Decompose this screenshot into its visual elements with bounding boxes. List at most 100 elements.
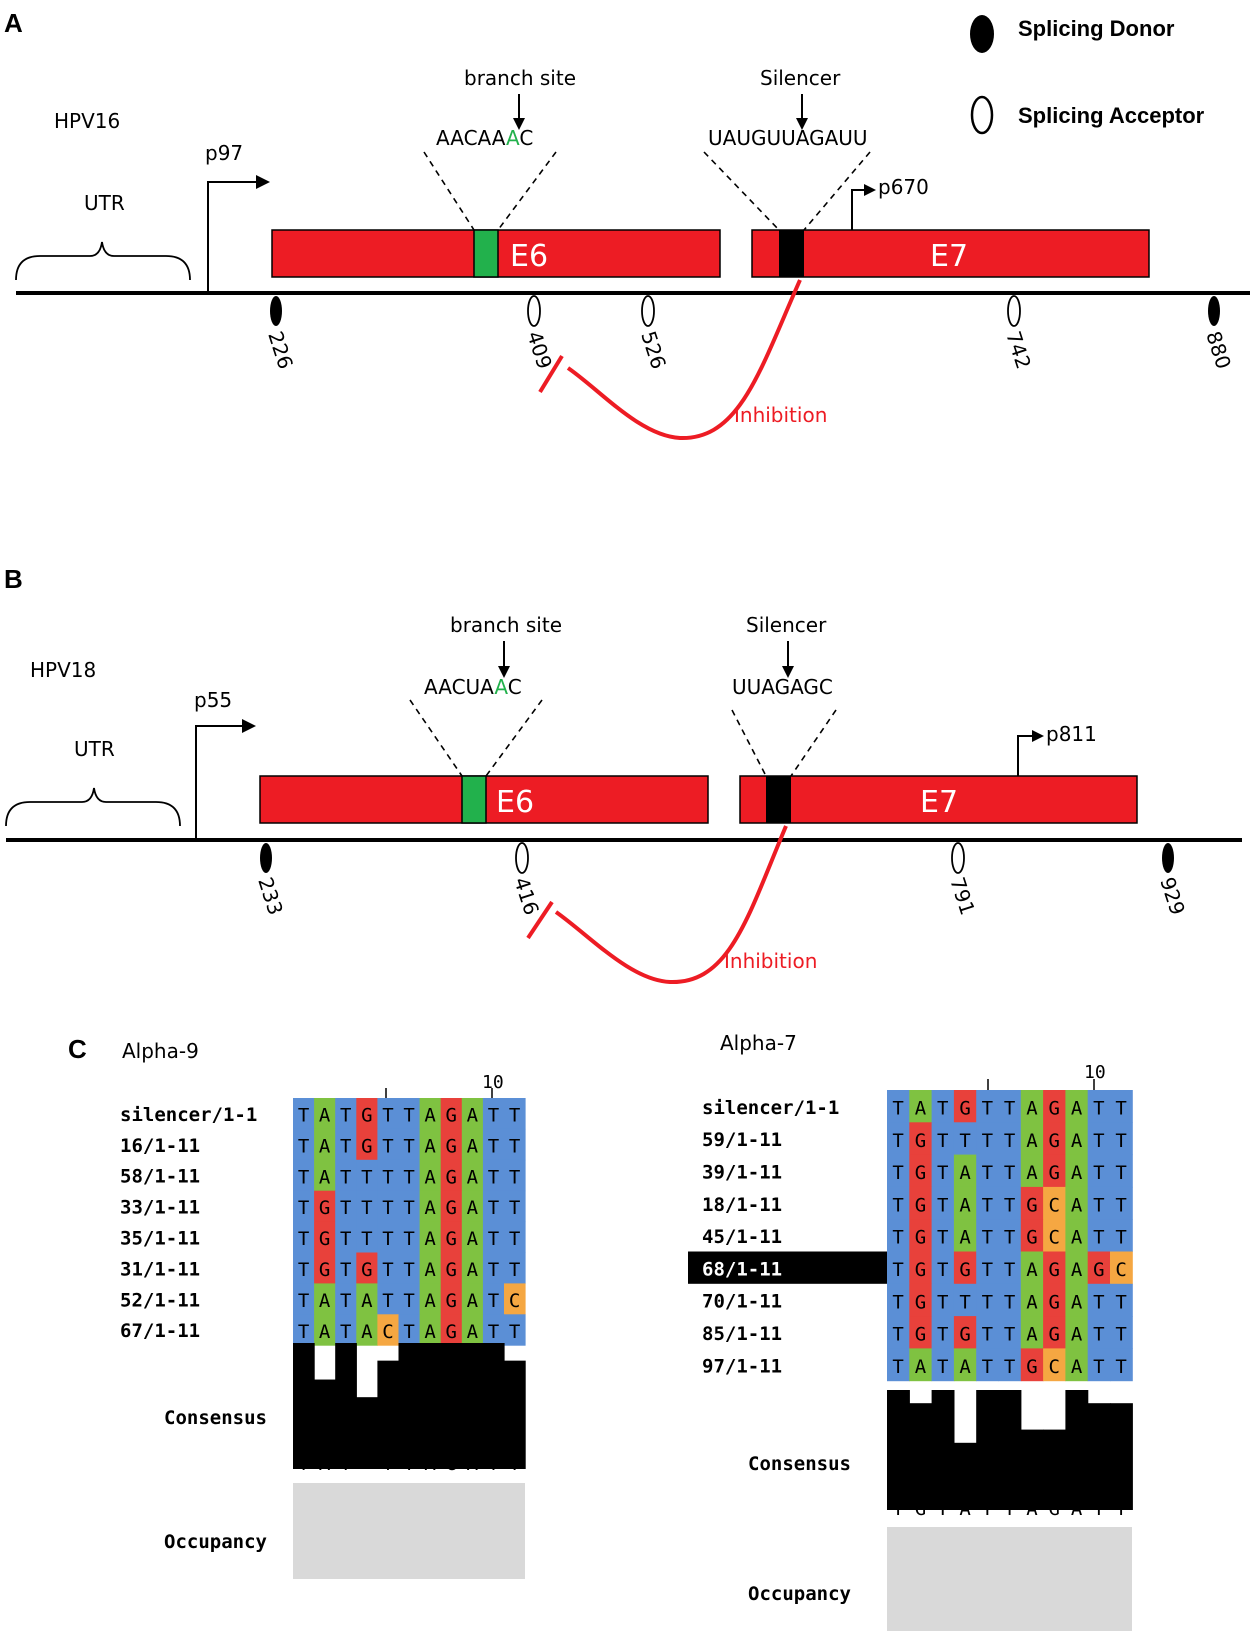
alpha-7-base: T [937,1194,948,1216]
alpha-9-cell [440,1159,463,1192]
alpha-7-base: T [982,1324,993,1346]
panel-b-utr-brace [5,787,181,827]
alpha-9-cell [356,1221,378,1253]
alpha-7-base: A [1071,1259,1083,1281]
panel-a-branch-dash-left [423,151,475,231]
alpha-9-base: A [424,1290,436,1312]
alpha-7-cell [1043,1283,1066,1317]
alpha-7-cell [998,1251,1022,1285]
alpha-7-cell [887,1154,910,1188]
alpha-9-base: T [298,1135,309,1157]
panel-b-acceptor-416-icon [515,842,529,874]
alpha-7-base: T [1093,1130,1104,1152]
alpha-7-cell [1087,1186,1111,1220]
alpha-9-cell [335,1159,357,1192]
alpha-9-consensus-bar [335,1343,357,1469]
splicing-donor-legend-icon [970,15,994,53]
alpha-9-base: A [424,1228,436,1250]
alpha-9-base: A [467,1104,479,1126]
alpha-9-base: T [382,1197,393,1219]
alpha-9-consensus-letter: A [424,1453,436,1475]
alpha-7-consensus-bar [998,1390,1022,1510]
alpha-7-base: C [1049,1356,1060,1378]
alpha-9-base: T [298,1321,309,1343]
alpha-7-cell [1087,1122,1111,1156]
alpha-7-base: T [937,1162,948,1184]
alpha-7-cell [998,1090,1022,1123]
alpha-9-cell [377,1314,399,1346]
alpha-7-cell [998,1186,1022,1220]
alpha-7-base: T [1093,1356,1104,1378]
alpha-9-base: T [509,1197,520,1219]
alpha-9-cell [482,1128,505,1161]
alpha-9-cell [504,1159,526,1192]
alpha-9-base: T [509,1321,520,1343]
alpha-9-base: G [319,1228,330,1250]
alpha-7-base: G [1026,1356,1037,1378]
alpha-9-base: A [424,1259,436,1281]
alpha-9-base: T [403,1290,414,1312]
alpha-9-base: T [340,1166,351,1188]
alpha-9-cell [461,1190,484,1223]
alpha-7-cell [909,1122,933,1156]
alpha-7-base: T [1004,1291,1015,1313]
alpha-7-base: T [982,1291,993,1313]
alpha-9-consensus-letter: A [319,1453,331,1475]
alpha-9-base: C [382,1321,393,1343]
alpha-9-base: G [446,1290,457,1312]
alpha-9-base: G [319,1197,330,1219]
alpha-9-cell [482,1314,505,1346]
alpha-7-cell [1020,1122,1044,1156]
panel-b-silencer-box [766,776,791,823]
alpha-9-base: G [361,1135,372,1157]
alpha-9-base: C [509,1290,520,1312]
alpha-7-cell [976,1122,999,1156]
alpha-9-base: A [424,1166,436,1188]
alpha-7-cell [953,1219,977,1252]
panel-a-donor-880-icon [1208,296,1220,326]
alpha-9-consensus-letter: T [403,1453,414,1475]
alpha-7-cell [953,1316,977,1349]
alpha-9-cell [335,1252,357,1284]
alpha-9-cell [377,1252,399,1284]
alpha-7-base: A [1071,1227,1083,1249]
panel-b-inhibition-bar [526,900,554,940]
alpha-7-cell [909,1154,933,1188]
alpha-9-cell [482,1283,505,1315]
alpha-9-base: G [446,1228,457,1250]
alpha-9-cell [335,1098,357,1130]
alpha-7-row-label: 18/1-11 [702,1194,782,1216]
alpha-9-cell [440,1098,463,1130]
alpha-9-cell [377,1128,399,1161]
alpha-7-base: T [892,1291,903,1313]
alpha-9-base: A [361,1321,373,1343]
alpha-9-cell [482,1098,505,1130]
alpha-7-cell [953,1090,977,1123]
alpha-9-base: A [361,1290,373,1312]
alpha-7-base: G [915,1291,926,1313]
alpha-7-consensus-bar [1087,1403,1111,1510]
alpha-7-cell [1065,1186,1089,1220]
alpha-9-cell [293,1128,315,1161]
alpha-9-consensus-letter: A [467,1453,479,1475]
alpha-9-cell [419,1221,442,1253]
panel-b-utr-label: UTR [74,737,115,761]
alpha-7-cell [931,1251,955,1285]
alpha-7-base: A [1071,1356,1083,1378]
alpha-9-cell [461,1128,484,1161]
alpha-9-consensus-bar [293,1343,315,1469]
alpha-7-cell [931,1219,955,1252]
alpha-9-cell [356,1190,378,1223]
alpha-7-base: G [1049,1259,1060,1281]
alpha-7-cell [1110,1122,1133,1156]
alpha-7-base: T [982,1227,993,1249]
alpha-7-base: T [1004,1259,1015,1281]
alpha-9-cell [419,1283,442,1315]
alpha-7-base: T [1093,1162,1104,1184]
alpha-9-base: T [488,1104,499,1126]
alpha-7-row-label: 45/1-11 [702,1226,782,1248]
alpha-9-base: A [467,1259,479,1281]
alpha-7-cell [887,1283,910,1317]
